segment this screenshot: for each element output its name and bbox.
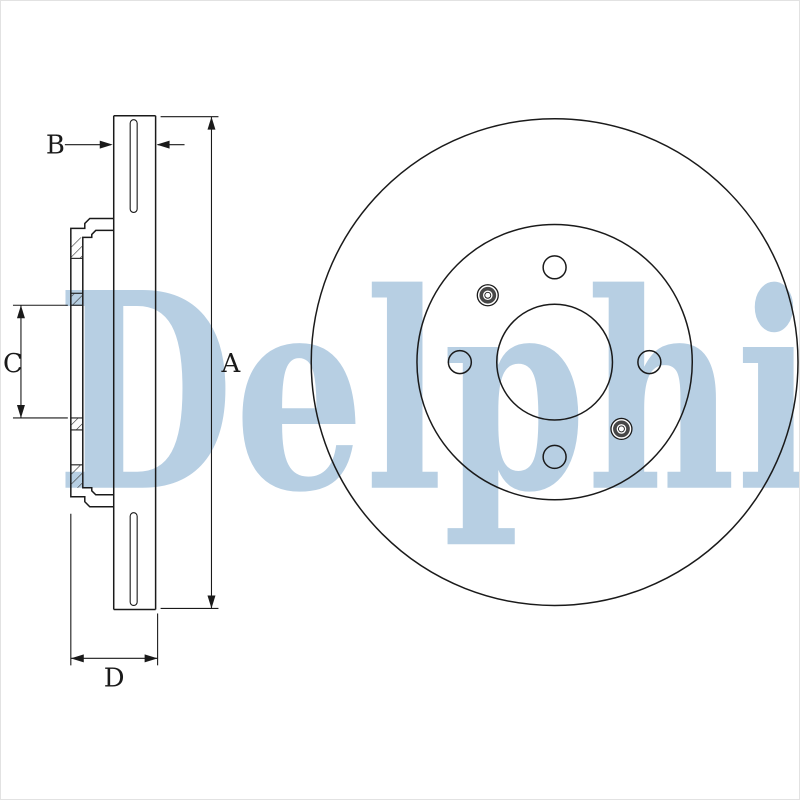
screw-holes [476,284,633,441]
bolt-hole [637,349,662,375]
center-bore-circle [496,303,614,421]
cross-section-view [70,114,157,611]
dimension-A-label: A [220,349,240,379]
screw-hole [610,417,633,441]
watermark-text: Delphi [56,233,799,552]
dimension-C: C [3,304,68,419]
dimension-D-label: D [104,663,125,693]
front-view [310,117,799,607]
bolt-holes [447,255,662,470]
bolt-hole [542,255,567,280]
screw-hole [476,284,499,307]
bolt-hole [542,444,567,470]
vent-channels [129,119,138,607]
dimension-B-label: B [46,131,65,161]
bolt-hole [447,349,473,375]
dimension-B: B [46,131,185,161]
outer-diameter-circle [310,117,799,607]
disc-outline [112,114,157,611]
section-hatching [70,237,83,488]
friction-surface-circle [416,223,694,501]
dimension-C-label: C [3,349,23,379]
dimension-annotations: A B C D [3,116,240,693]
dimension-D: D [70,513,159,693]
dimension-A: A [160,116,240,610]
hub-hat-outline [70,217,114,508]
